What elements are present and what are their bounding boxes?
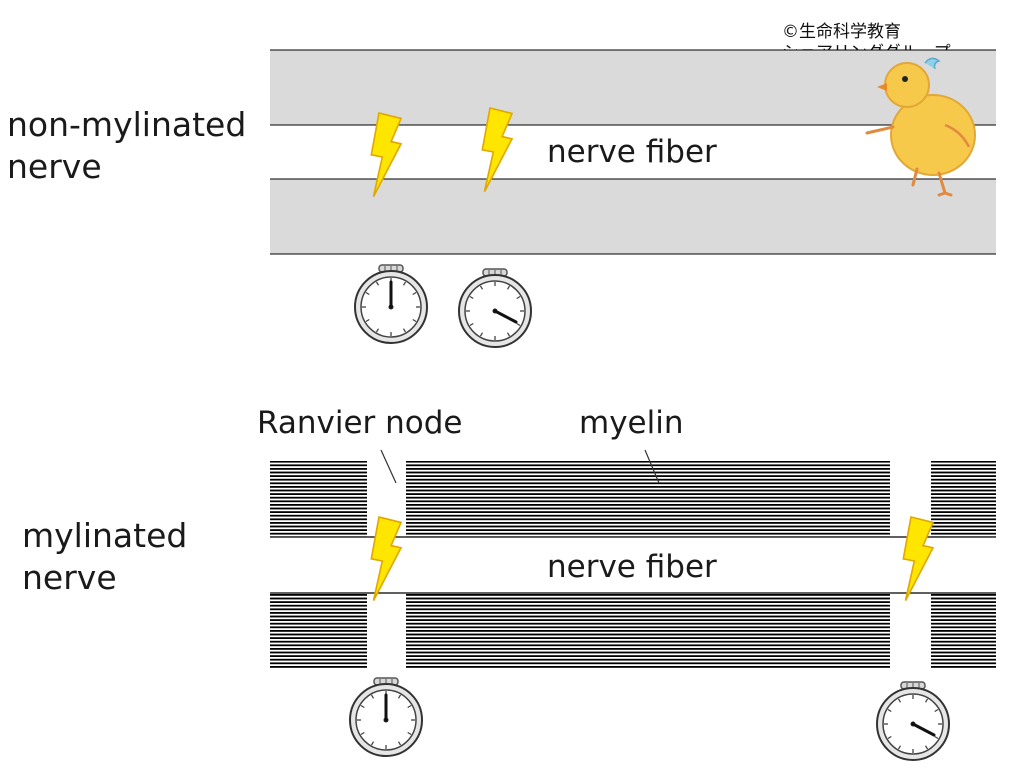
- ranvier-node-pointer: [380, 449, 397, 484]
- myelinated-nerve-fiber-label: nerve fiber: [547, 549, 717, 585]
- myelinated-nerve-label: mylinated nerve: [22, 515, 187, 599]
- myelin-label: myelin: [579, 405, 684, 441]
- myelin-sheath-segment: [406, 461, 890, 537]
- stopwatch-icon: [458, 268, 532, 348]
- stopwatch-icon: [876, 681, 950, 761]
- non-myelinated-nerve-fiber-label: nerve fiber: [547, 134, 717, 170]
- non-myelinated-nerve: [270, 49, 996, 255]
- stopwatch-icon: [349, 677, 423, 757]
- myelin-sheath-segment: [270, 593, 367, 668]
- myelinated-nerve: [270, 461, 996, 668]
- ranvier-node-label: Ranvier node: [257, 405, 463, 441]
- myelin-sheath-segment: [270, 461, 367, 537]
- non-myelinated-membrane-bottom: [270, 179, 996, 254]
- chick-mascot: [865, 57, 976, 197]
- stopwatch-icon: [354, 264, 428, 344]
- myelin-sheath-segment: [931, 461, 996, 537]
- myelin-sheath-segment: [406, 593, 890, 668]
- myelinated-label-line-1: mylinated: [22, 516, 188, 555]
- lightning-bolt-icon: [902, 516, 934, 602]
- non-myelinated-label-line-2: nerve: [7, 147, 102, 186]
- non-myelinated-label-line-1: non-mylinated: [7, 105, 247, 144]
- myelin-pointer: [644, 449, 660, 484]
- myelinated-label-line-2: nerve: [22, 558, 117, 597]
- non-myelinated-nerve-label: non-mylinated nerve: [7, 104, 246, 188]
- copyright-line-1: ©生命科学教育: [782, 22, 901, 42]
- myelin-sheath-segment: [931, 593, 996, 668]
- lightning-bolt-icon: [370, 516, 402, 602]
- non-myelinated-membrane-top: [270, 50, 996, 125]
